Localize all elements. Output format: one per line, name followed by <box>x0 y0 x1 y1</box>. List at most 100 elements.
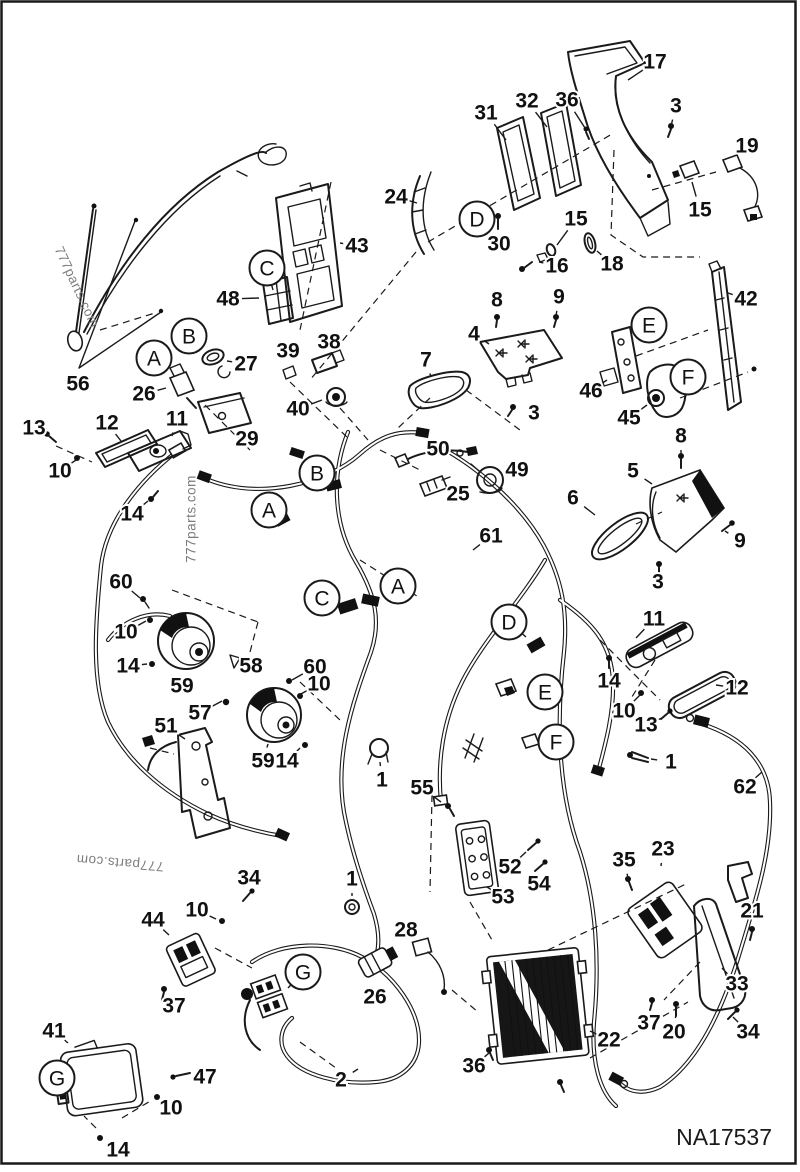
leader-line <box>157 387 167 391</box>
part-callout-11: 11 <box>643 608 666 631</box>
section-balloon-C: C <box>314 588 329 611</box>
part-callout-10: 10 <box>48 460 71 483</box>
part-callout-29: 29 <box>235 428 258 451</box>
leader-line <box>484 1052 490 1058</box>
speaker-59-left <box>144 601 215 670</box>
section-balloon-B: B <box>182 326 196 349</box>
leader-line <box>141 663 148 666</box>
part-callout-22: 22 <box>597 1029 620 1052</box>
section-balloon-circle <box>250 491 288 529</box>
part-callout-14: 14 <box>116 655 140 678</box>
leader-line <box>162 929 170 936</box>
leader-line <box>171 432 174 437</box>
frame-32 <box>540 102 582 197</box>
section-balloon-circle <box>526 673 564 711</box>
knob-40 <box>325 387 348 407</box>
part-callout-12: 12 <box>95 412 118 435</box>
part-callout-54: 54 <box>527 873 551 896</box>
part-callout-8: 8 <box>675 425 687 448</box>
bracket-hook <box>727 861 753 903</box>
leader-line <box>519 851 527 858</box>
part-callout-4: 4 <box>468 323 480 346</box>
part-callout-14: 14 <box>275 750 299 773</box>
leader-line <box>137 620 147 626</box>
part-callout-10: 10 <box>159 1097 182 1120</box>
section-balloon-G: G <box>49 1068 65 1091</box>
leader-line <box>626 873 629 879</box>
leader-line <box>310 399 323 405</box>
leader-line <box>644 478 653 485</box>
part-callout-6: 6 <box>567 487 579 510</box>
lamp-11-left <box>127 430 192 472</box>
leader-line <box>177 733 186 740</box>
relay-23 <box>627 881 703 959</box>
leader-line <box>142 500 149 506</box>
part-callout-60: 60 <box>109 571 132 594</box>
part-callout-42: 42 <box>734 288 757 311</box>
part-callout-23: 23 <box>651 838 674 861</box>
part-callout-60: 60 <box>303 656 326 679</box>
part-callout-25: 25 <box>446 483 470 506</box>
lamp-11-right <box>625 621 694 669</box>
leader-line <box>755 771 763 779</box>
part-callout-37: 37 <box>637 1012 660 1035</box>
part-callout-18: 18 <box>600 253 624 276</box>
cylinder-38 <box>311 349 345 374</box>
leader-line <box>115 433 122 442</box>
bracket-46 <box>599 326 642 394</box>
module-44 <box>165 932 216 987</box>
curved-plate-24 <box>411 171 435 255</box>
part-callout-14: 14 <box>120 503 144 526</box>
part-callout-5: 5 <box>627 460 639 483</box>
part-callout-44: 44 <box>141 909 165 932</box>
part-callout-41: 41 <box>42 1020 66 1043</box>
antenna-cable <box>83 143 287 335</box>
part-callout-21: 21 <box>740 900 764 923</box>
section-balloon-B: B <box>310 463 324 486</box>
leader-line <box>298 690 308 696</box>
section-balloon-circle <box>170 317 208 355</box>
leader-line <box>486 886 492 891</box>
part-callout-11: 11 <box>166 408 189 431</box>
connector-26-bottom <box>357 946 399 978</box>
part-callout-13: 13 <box>22 417 45 440</box>
section-balloon-circle <box>248 249 286 287</box>
part-callout-10: 10 <box>307 673 330 696</box>
section-balloon-circle <box>490 603 528 641</box>
wire-19 <box>721 153 764 222</box>
leader-line <box>583 506 596 516</box>
leader-line <box>291 673 304 681</box>
leader-line <box>493 123 507 141</box>
leader-line <box>555 310 558 317</box>
part-callout-46: 46 <box>579 380 602 403</box>
section-balloon-D: D <box>501 612 516 635</box>
part-callout-51: 51 <box>154 715 178 738</box>
part-callout-55: 55 <box>410 777 434 800</box>
leader-line <box>691 181 697 197</box>
part-callout-36: 36 <box>555 89 578 112</box>
section-balloon-E: E <box>538 682 552 705</box>
leader-line <box>241 297 260 300</box>
section-balloon-circle <box>303 579 341 617</box>
ring-27 <box>201 348 231 379</box>
section-balloon-circle <box>298 454 336 492</box>
speaker-59-right <box>229 654 302 743</box>
leader-line <box>64 1039 69 1044</box>
part-callout-33: 33 <box>725 973 748 996</box>
watermark-text: 777parts.com <box>183 475 199 563</box>
part-callout-1: 1 <box>665 751 677 774</box>
section-balloon-circle <box>379 567 417 605</box>
leader-line <box>534 111 548 128</box>
leader-line <box>296 747 301 752</box>
bracket-33 <box>693 898 747 1012</box>
part-callout-9: 9 <box>553 286 565 309</box>
leader-line <box>71 459 77 464</box>
connector-15-right <box>672 159 701 180</box>
duct-17 <box>567 40 671 237</box>
section-balloon-A: A <box>147 348 161 371</box>
leader-line <box>522 633 527 638</box>
